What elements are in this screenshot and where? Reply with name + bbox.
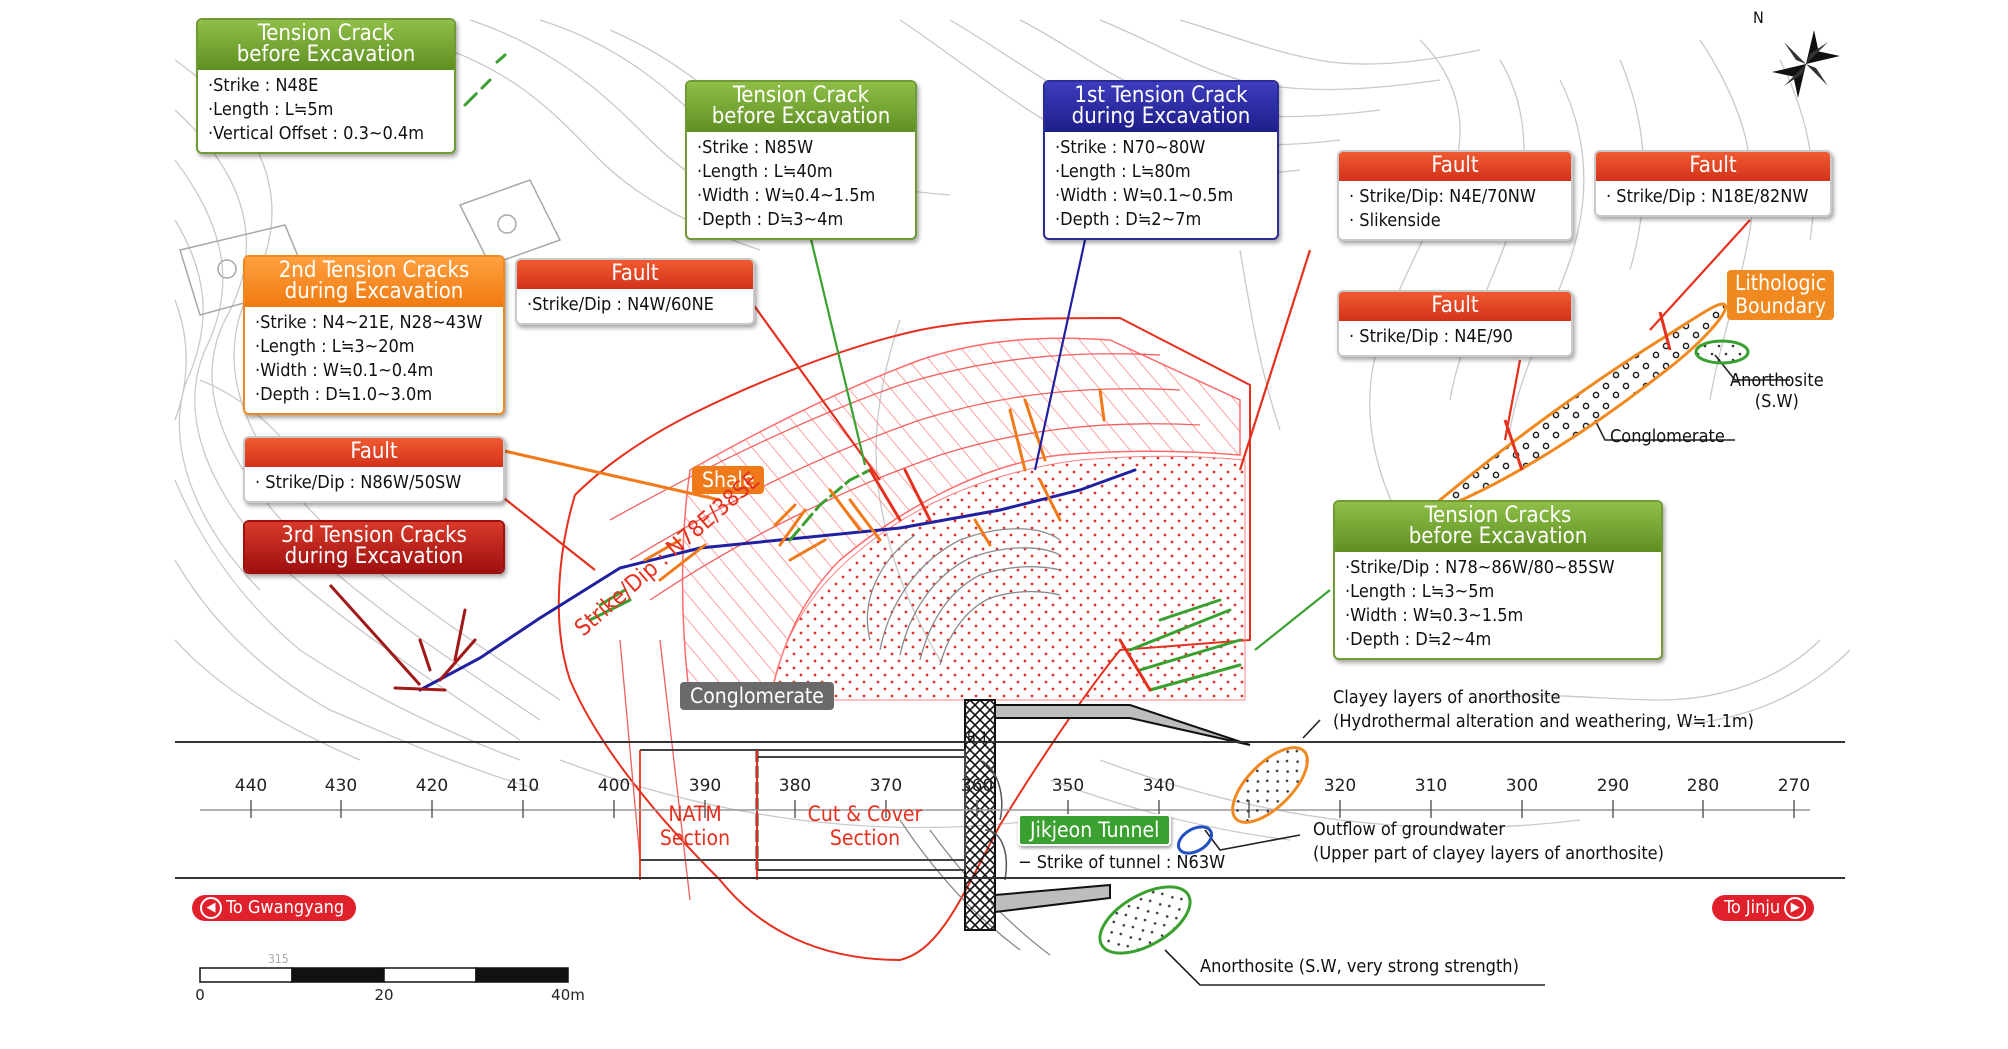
- to-gwangyang-sign: ◀To Gwangyang: [192, 895, 357, 921]
- callout-fault-center: Fault ·Strike/Dip : N4W/60NE: [515, 258, 755, 325]
- anorthosite-ellipses: [1098, 746, 1309, 955]
- groundwater-outflow-label: Outflow of groundwater(Upper part of cla…: [1313, 819, 1664, 864]
- arrow-right-icon: ▶: [1784, 897, 1807, 919]
- crack-lines: [393, 53, 1242, 692]
- scale-bar: [199, 967, 569, 983]
- contour-elevation-label: 315: [268, 952, 289, 966]
- callout-fault-ne-2: Fault · Strike/Dip : N18E/82NW: [1594, 150, 1832, 217]
- slope-dots: [769, 455, 1246, 701]
- anorthosite-sw-label: Anorthosite(S.W): [1730, 370, 1824, 412]
- conglomerate-label: Conglomerate: [1610, 426, 1725, 447]
- callout-fault-left: Fault · Strike/Dip : N86W/50SW: [243, 436, 505, 503]
- tunnel-strike-label: − Strike of tunnel : N63W: [1018, 852, 1226, 873]
- borehole-label: B-1: [967, 730, 989, 746]
- conglomerate-tag: Conglomerate: [680, 682, 834, 710]
- anorthosite-strong-label: Anorthosite (S.W, very strong strength): [1200, 956, 1519, 977]
- shale-tag: Shale: [692, 466, 765, 494]
- callout-fault-ne-3: Fault · Strike/Dip : N4E/90: [1337, 290, 1573, 357]
- arrow-left-icon: ◀: [200, 897, 222, 919]
- jikjeon-tunnel-tag: Jikjeon Tunnel: [1018, 814, 1172, 846]
- conglomerate-lens: [1437, 302, 1750, 507]
- section-lines: [639, 750, 758, 880]
- north-arrow: [1772, 30, 1840, 98]
- to-jinju-sign: To Jinju▶: [1712, 895, 1815, 921]
- slope-boundary: [557, 316, 1251, 962]
- north-label: N: [1753, 8, 1764, 27]
- clayey-layers-label: Clayey layers of anorthosite(Hydrotherma…: [1333, 687, 1755, 732]
- road: [175, 741, 1845, 879]
- callout-fault-ne-1: Fault · Strike/Dip: N4E/70NW · Slikensid…: [1337, 150, 1573, 241]
- tunnel-structures: [640, 699, 1251, 931]
